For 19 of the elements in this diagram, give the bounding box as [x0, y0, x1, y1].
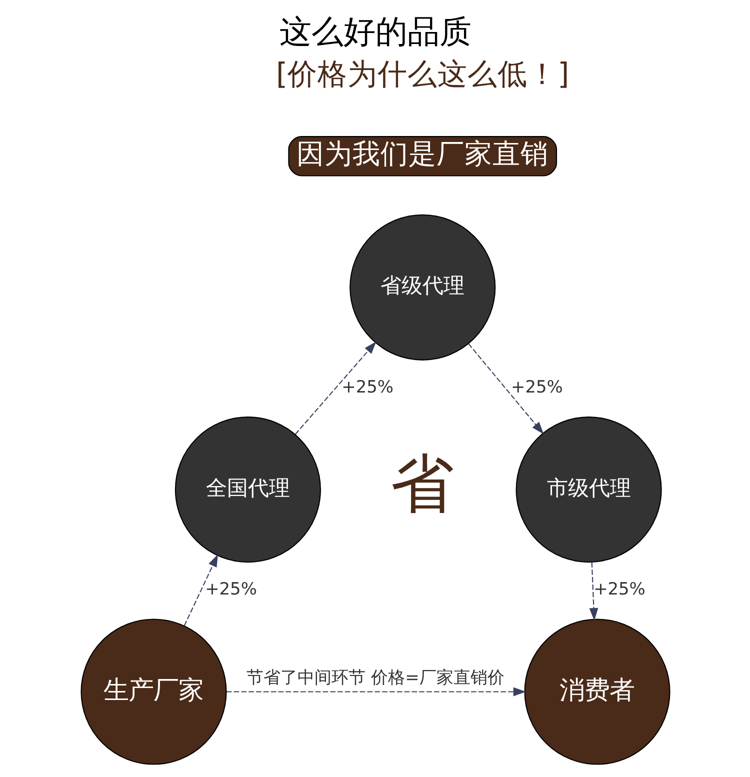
- arrow: [294, 341, 376, 435]
- node-circle: 生产厂家: [80, 618, 226, 765]
- arrow: [468, 343, 544, 434]
- label: [价格为什么这么低！]: [276, 56, 569, 92]
- edge-label: +25%: [204, 578, 256, 599]
- edge-label: +25%: [593, 578, 645, 599]
- node-circle: 省级代理: [349, 214, 496, 360]
- arrow: [183, 554, 218, 626]
- node-box: 因为我们是厂家直销: [288, 136, 557, 176]
- node-circle: 市级代理: [515, 416, 662, 563]
- arrow: [226, 687, 526, 696]
- edge-label: 节省了中间环节 价格=厂家直销价: [246, 667, 504, 688]
- edge-label: +25%: [510, 376, 562, 397]
- diagram-title: 这么好的品质: [279, 14, 471, 50]
- label: 省: [390, 446, 454, 520]
- arrow: [588, 562, 598, 621]
- node-circle: 消费者: [524, 618, 670, 765]
- node-circle: 全国代理: [174, 416, 320, 563]
- edge-label: +25%: [341, 376, 393, 397]
